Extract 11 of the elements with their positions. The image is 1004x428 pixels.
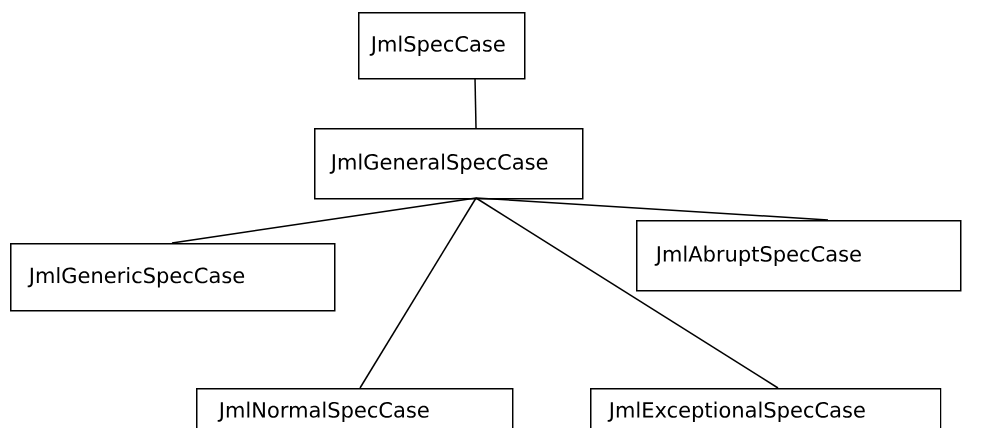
connector-line [359, 197, 477, 389]
class-box: JmlGenericSpecCase [10, 243, 336, 312]
class-box: JmlNormalSpecCase [196, 388, 514, 428]
connector-line [475, 197, 779, 389]
connector-line [474, 77, 477, 129]
class-box: JmlSpecCase [358, 12, 526, 80]
class-box: JmlExceptionalSpecCase [590, 388, 942, 428]
connector-line [171, 197, 477, 244]
class-box: JmlAbruptSpecCase [636, 220, 962, 292]
class-box: JmlGeneralSpecCase [314, 128, 584, 200]
connector-line [475, 197, 829, 221]
